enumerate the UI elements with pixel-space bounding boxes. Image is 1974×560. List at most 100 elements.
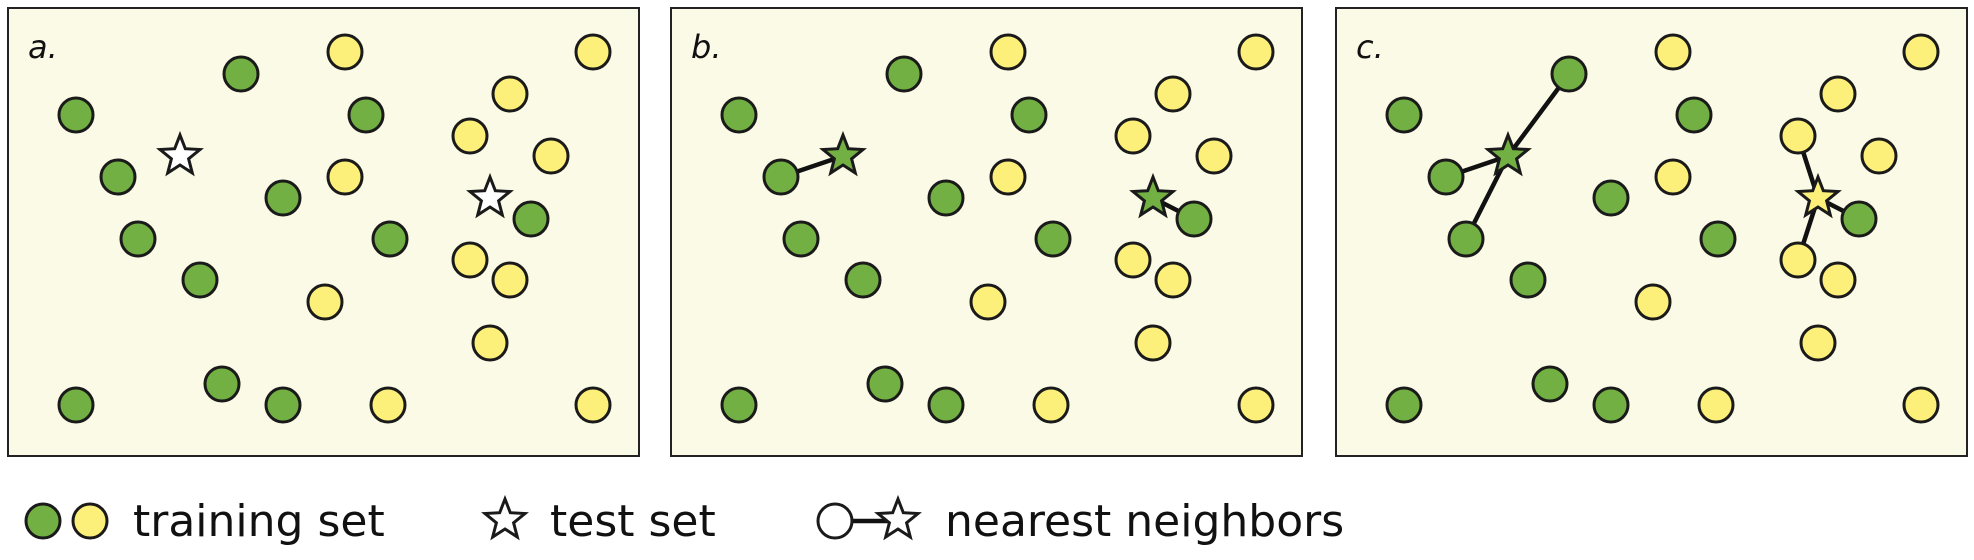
training-point-yellow (989, 158, 1027, 196)
training-point-yellow (532, 137, 570, 175)
panels: a. b. c. (7, 7, 1968, 457)
test-point-star-white (156, 130, 204, 177)
training-point-green (1840, 200, 1878, 238)
training-point-green (1385, 96, 1423, 134)
training-point-green (264, 386, 302, 424)
training-point-yellow (1032, 386, 1070, 424)
test-point-star-green (1484, 130, 1532, 177)
legend-neighbors: nearest neighbors (816, 494, 1344, 547)
training-point-yellow (326, 158, 364, 196)
training-point-green (1550, 55, 1588, 93)
training-point-green (782, 220, 820, 258)
legend-yellow-circle-icon (71, 502, 109, 540)
training-point-yellow (1779, 241, 1817, 279)
training-point-yellow (1114, 241, 1152, 279)
training-point-green (1531, 365, 1569, 403)
test-point-star-green (819, 130, 867, 177)
test-point-star-green (1129, 172, 1177, 219)
test-point-star-yellow (1794, 172, 1842, 219)
training-point-green (1447, 220, 1485, 258)
legend-training-label: training set (133, 496, 385, 547)
training-point-yellow (306, 283, 344, 321)
training-point-yellow (1902, 33, 1940, 71)
training-point-yellow (574, 33, 612, 71)
training-point-yellow (1154, 75, 1192, 113)
training-point-yellow (1819, 75, 1857, 113)
training-point-yellow (369, 386, 407, 424)
panel-label: c. (1356, 28, 1384, 66)
training-point-green (222, 55, 260, 93)
training-point-yellow (1237, 386, 1275, 424)
panel-b: b. (670, 7, 1303, 457)
training-point-green (57, 386, 95, 424)
training-point-yellow (574, 386, 612, 424)
training-point-yellow (1114, 117, 1152, 155)
training-point-green (1034, 220, 1072, 258)
panel-label: a. (28, 28, 58, 66)
training-point-yellow (1902, 386, 1940, 424)
training-point-green (1592, 179, 1630, 217)
training-point-green (347, 96, 385, 134)
training-point-green (99, 158, 137, 196)
training-point-green (181, 261, 219, 299)
training-point-green (119, 220, 157, 258)
training-point-green (203, 365, 241, 403)
training-point-green (720, 386, 758, 424)
training-point-yellow (1697, 386, 1735, 424)
training-point-yellow (1134, 324, 1172, 362)
training-point-green (927, 179, 965, 217)
training-point-yellow (1860, 137, 1898, 175)
training-point-yellow (1819, 261, 1857, 299)
legend-test: test set (481, 494, 716, 547)
panel-background (1335, 7, 1968, 457)
training-point-green (1010, 96, 1048, 134)
panel-a: a. (7, 7, 640, 457)
legend-star-icon (481, 494, 529, 541)
training-point-yellow (989, 33, 1027, 71)
training-point-green (1385, 386, 1423, 424)
training-point-yellow (1654, 158, 1692, 196)
training-point-green (1509, 261, 1547, 299)
training-point-yellow (1195, 137, 1233, 175)
panel-c: c. (1335, 7, 1968, 457)
legend-training: training set (24, 496, 385, 547)
training-point-yellow (1779, 117, 1817, 155)
training-point-green (866, 365, 904, 403)
training-point-yellow (1634, 283, 1672, 321)
training-point-green (57, 96, 95, 134)
training-point-green (1427, 158, 1465, 196)
training-point-green (1592, 386, 1630, 424)
panel-background (7, 7, 640, 457)
training-point-yellow (1799, 324, 1837, 362)
training-point-green (885, 55, 923, 93)
training-point-green (844, 261, 882, 299)
training-point-yellow (1237, 33, 1275, 71)
training-point-green (264, 179, 302, 217)
panel-background (670, 7, 1303, 457)
test-point-star-white (466, 172, 514, 219)
training-point-yellow (1654, 33, 1692, 71)
training-point-green (371, 220, 409, 258)
training-point-yellow (471, 324, 509, 362)
training-point-green (512, 200, 550, 238)
training-point-yellow (969, 283, 1007, 321)
training-point-green (1175, 200, 1213, 238)
legend-neighbors-label: nearest neighbors (945, 496, 1344, 547)
legend-neighbor-circle-icon (816, 502, 854, 540)
training-point-green (1675, 96, 1713, 134)
training-point-green (762, 158, 800, 196)
training-point-green (927, 386, 965, 424)
training-point-green (720, 96, 758, 134)
training-point-yellow (451, 241, 489, 279)
training-point-green (1699, 220, 1737, 258)
training-point-yellow (491, 75, 529, 113)
legend-green-circle-icon (24, 502, 62, 540)
panel-label: b. (691, 28, 721, 66)
training-point-yellow (326, 33, 364, 71)
legend-neighbor-star-icon (874, 494, 922, 541)
training-point-yellow (451, 117, 489, 155)
training-point-yellow (491, 261, 529, 299)
legend: training set test set nearest neighbors (24, 494, 1344, 547)
